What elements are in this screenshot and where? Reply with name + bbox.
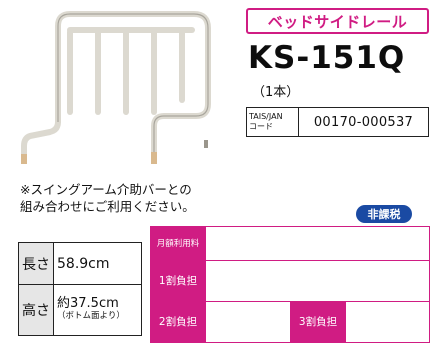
burden1-value	[205, 259, 430, 302]
code-value: 00170-000537	[313, 114, 414, 130]
rental-fee-table: 月額利用料 1割負担 2割負担 3割負担	[150, 226, 430, 344]
code-label: TAIS/JAN コード	[247, 108, 299, 136]
height-label: 高さ	[18, 284, 54, 336]
usage-note-line1: ※スイングアーム介助バーとの	[20, 182, 192, 197]
product-image	[21, 11, 211, 164]
rental-row-burden1: 1割負担	[150, 259, 430, 302]
burden3-label: 3割負担	[290, 300, 346, 344]
height-value: 約37.5cm	[57, 296, 119, 312]
burden2-label: 2割負担	[150, 300, 206, 344]
burden3-value	[345, 300, 430, 344]
code-label-line2: コード	[249, 122, 273, 131]
spec-row-height: 高さ 約37.5cm （ボトム面より）	[18, 284, 142, 336]
burden2-value	[205, 300, 291, 344]
height-note: （ボトム面より）	[57, 311, 125, 322]
code-box: TAIS/JAN コード 00170-000537	[246, 107, 429, 137]
rental-row-burden23: 2割負担 3割負担	[150, 300, 430, 344]
usage-note-line2: 組み合わせにご利用ください。	[20, 199, 195, 214]
tax-exempt-badge: 非課税	[356, 205, 412, 223]
length-value: 58.9cm	[53, 241, 142, 286]
height-value-cell: 約37.5cm （ボトム面より）	[53, 284, 142, 336]
burden1-label: 1割負担	[150, 259, 206, 302]
length-label: 長さ	[18, 241, 54, 286]
model-number: KS-151Q	[248, 40, 406, 76]
monthly-fee-value	[205, 226, 430, 261]
spec-row-length: 長さ 58.9cm	[18, 241, 142, 286]
code-label-line1: TAIS/JAN	[249, 112, 283, 121]
quantity-label: （1本）	[252, 85, 300, 100]
rental-row-monthly: 月額利用料	[150, 226, 430, 261]
usage-note: ※スイングアーム介助バーとの 組み合わせにご利用ください。	[20, 181, 195, 215]
monthly-fee-label: 月額利用料	[150, 226, 206, 261]
category-badge: ベッドサイドレール	[246, 8, 429, 34]
spec-table: 長さ 58.9cm 高さ 約37.5cm （ボトム面より）	[18, 241, 142, 336]
